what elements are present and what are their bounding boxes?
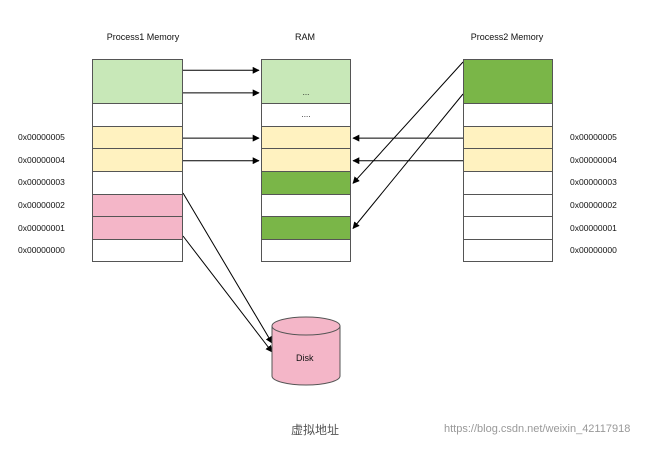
process2-cell-0 [463, 59, 553, 83]
process2-cell-1 [463, 81, 553, 105]
process2-cell-7 [463, 217, 553, 240]
left-address-1: 0x00000004 [18, 154, 65, 165]
process2-cell-6 [463, 194, 553, 218]
left-address-4: 0x00000001 [18, 222, 65, 233]
left-address-3: 0x00000002 [18, 199, 65, 210]
ram-cell-6 [261, 194, 351, 218]
process1-cell-7 [92, 217, 183, 240]
right-address-4: 0x00000001 [570, 222, 617, 233]
process2-cell-4 [463, 149, 553, 172]
process1-cell-2 [92, 104, 183, 127]
ram-cell-8 [261, 239, 351, 263]
left-address-0: 0x00000005 [18, 132, 65, 143]
right-address-1: 0x00000004 [570, 154, 617, 165]
ram-cell-3 [261, 126, 351, 150]
ram-cell-5 [261, 172, 351, 195]
process1-title: Process1 Memory [106, 32, 180, 42]
process2-cell-5 [463, 172, 553, 195]
arrow-p1-disk-1 [182, 235, 273, 353]
right-address-3: 0x00000002 [570, 199, 617, 210]
ram-cell-0 [261, 59, 351, 83]
disk-icon [271, 316, 341, 386]
process1-cell-1 [92, 81, 183, 105]
right-address-2: 0x00000003 [570, 177, 617, 188]
left-address-2: 0x00000003 [18, 177, 65, 188]
ram-title: RAM [295, 32, 315, 42]
ram-cell-1: ... [261, 81, 351, 105]
arrow-p2-ram-3 [352, 93, 464, 230]
ram-cell-4 [261, 149, 351, 172]
process2-cell-3 [463, 126, 553, 150]
arrow-p2-ram-2 [352, 61, 464, 184]
process1-cell-6 [92, 194, 183, 218]
disk-label: Disk [296, 353, 314, 363]
right-address-0: 0x00000005 [570, 132, 617, 143]
process2-cell-8 [463, 239, 553, 263]
left-address-5: 0x00000000 [18, 245, 65, 256]
ram-cell-2: .... [261, 104, 351, 127]
process1-cell-5 [92, 172, 183, 195]
arrow-p1-disk-0 [182, 192, 273, 344]
watermark: https://blog.csdn.net/weixin_42117918 [444, 423, 631, 435]
process1-cell-8 [92, 239, 183, 263]
process1-cell-0 [92, 59, 183, 83]
process1-cell-3 [92, 126, 183, 150]
process2-cell-2 [463, 104, 553, 127]
process2-title: Process2 Memory [470, 32, 544, 42]
ram-cell-7 [261, 217, 351, 240]
process1-cell-4 [92, 149, 183, 172]
right-address-5: 0x00000000 [570, 245, 617, 256]
caption: 虚拟地址 [291, 423, 340, 437]
